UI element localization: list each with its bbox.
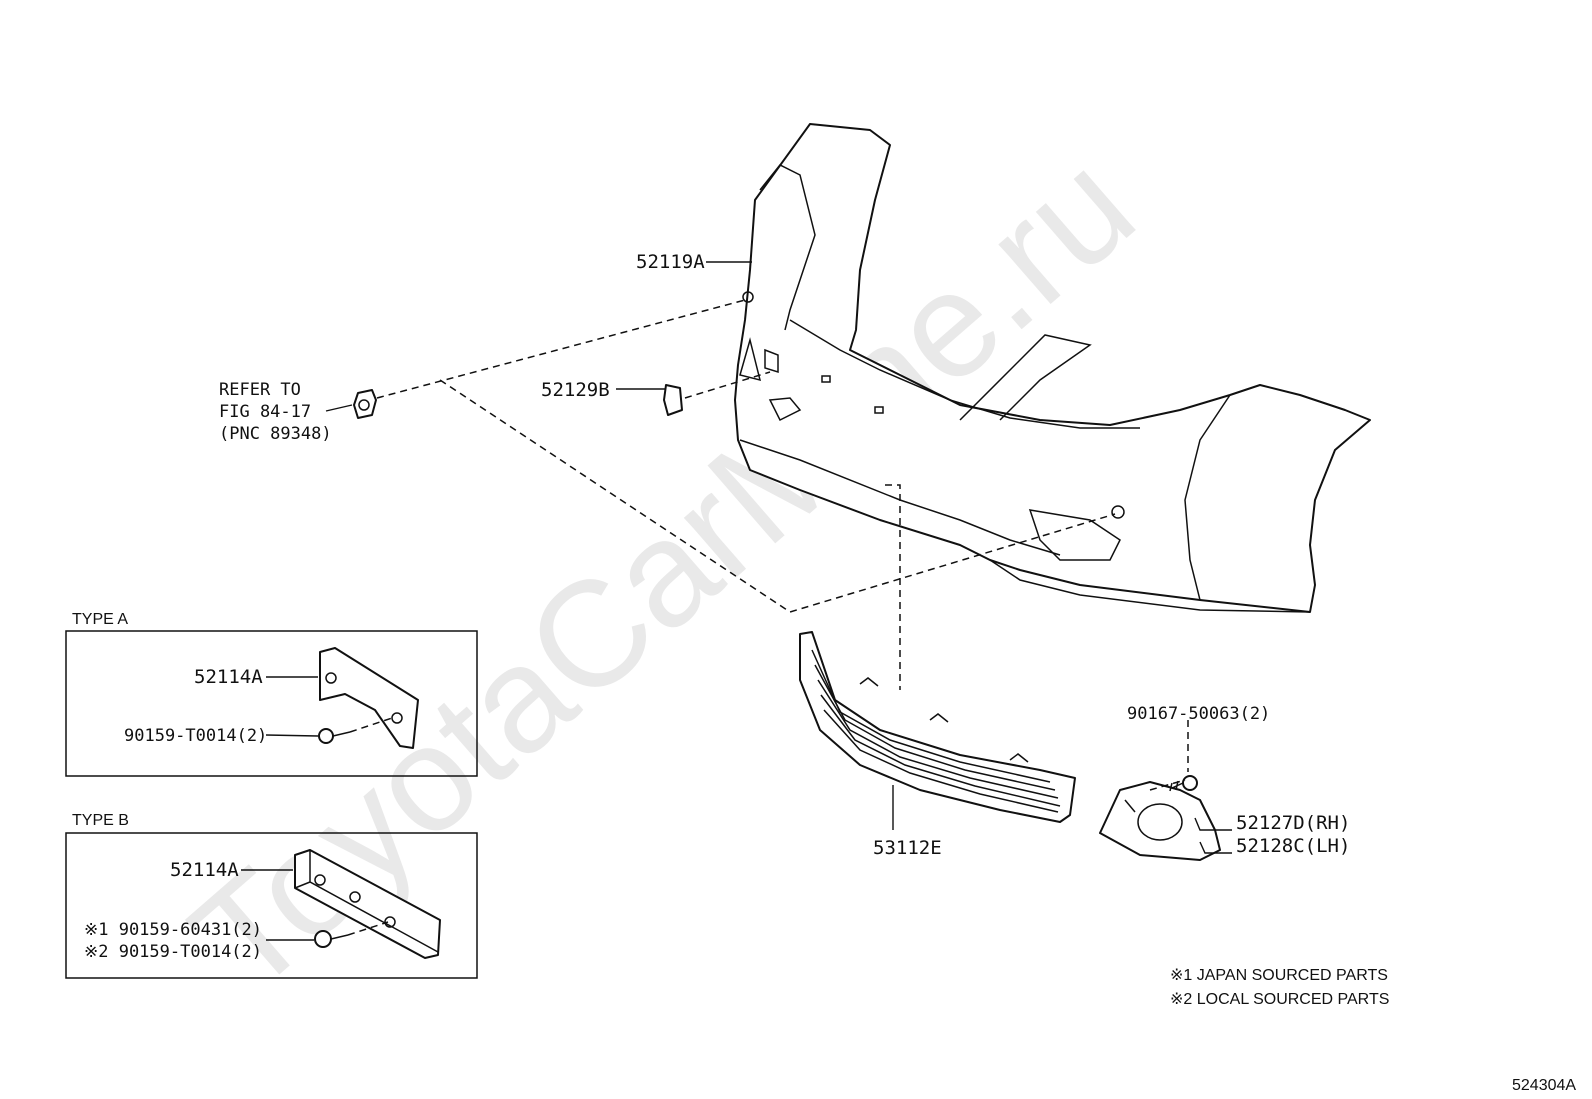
type-a-screw[interactable] (318, 717, 393, 744)
clip-52129b[interactable] (663, 384, 683, 416)
label-bumper-cover: 52119A (636, 251, 705, 273)
leader-lines (325, 261, 1232, 854)
note-local-sourced: ※2 LOCAL SOURCED PARTS (1170, 991, 1389, 1008)
refer-line3: (PNC 89348) (219, 424, 332, 444)
label-clip-52129b: 52129B (541, 379, 610, 401)
refer-line2: FIG 84-17 (219, 402, 311, 422)
note-japan-sourced: ※1 JAPAN SOURCED PARTS (1170, 967, 1388, 984)
retainer-clip[interactable] (353, 389, 377, 419)
type-b-screw[interactable] (314, 921, 389, 948)
alignment-lines (376, 299, 1189, 791)
fog-lamp-cover[interactable] (1099, 781, 1221, 861)
diagram-id: 524304A (1512, 1077, 1576, 1094)
label-screw-90167: 90167-50063(2) (1127, 704, 1270, 724)
type-b-screw1-label: ※1 90159-60431(2) (84, 920, 262, 940)
lower-grille[interactable] (799, 631, 1076, 823)
type-a-screw-label: 90159-T0014(2) (124, 726, 267, 746)
type-a-bracket[interactable] (319, 647, 419, 749)
type-a-panel: TYPE A 52114A 90159-T0014(2) (65, 611, 478, 777)
type-a-box (65, 630, 478, 777)
type-a-bracket-label: 52114A (194, 666, 263, 688)
type-a-title: TYPE A (72, 611, 128, 628)
bumper-cover[interactable] (734, 123, 1371, 613)
label-fog-cover-rh: 52127D(RH) (1236, 812, 1350, 834)
type-b-screw2-label: ※2 90159-T0014(2) (84, 942, 262, 962)
refer-line1: REFER TO (219, 380, 301, 400)
type-b-bracket[interactable] (294, 849, 441, 959)
label-lower-grille: 53112E (873, 837, 942, 859)
label-fog-cover-lh: 52128C(LH) (1236, 835, 1350, 857)
type-b-panel: TYPE B 52114A ※1 90159-60431(2) ※2 90159… (65, 812, 478, 979)
type-b-bracket-label: 52114A (170, 859, 239, 881)
type-b-title: TYPE B (72, 812, 129, 829)
type-b-box (65, 832, 478, 979)
screw-90167[interactable] (1169, 775, 1198, 792)
